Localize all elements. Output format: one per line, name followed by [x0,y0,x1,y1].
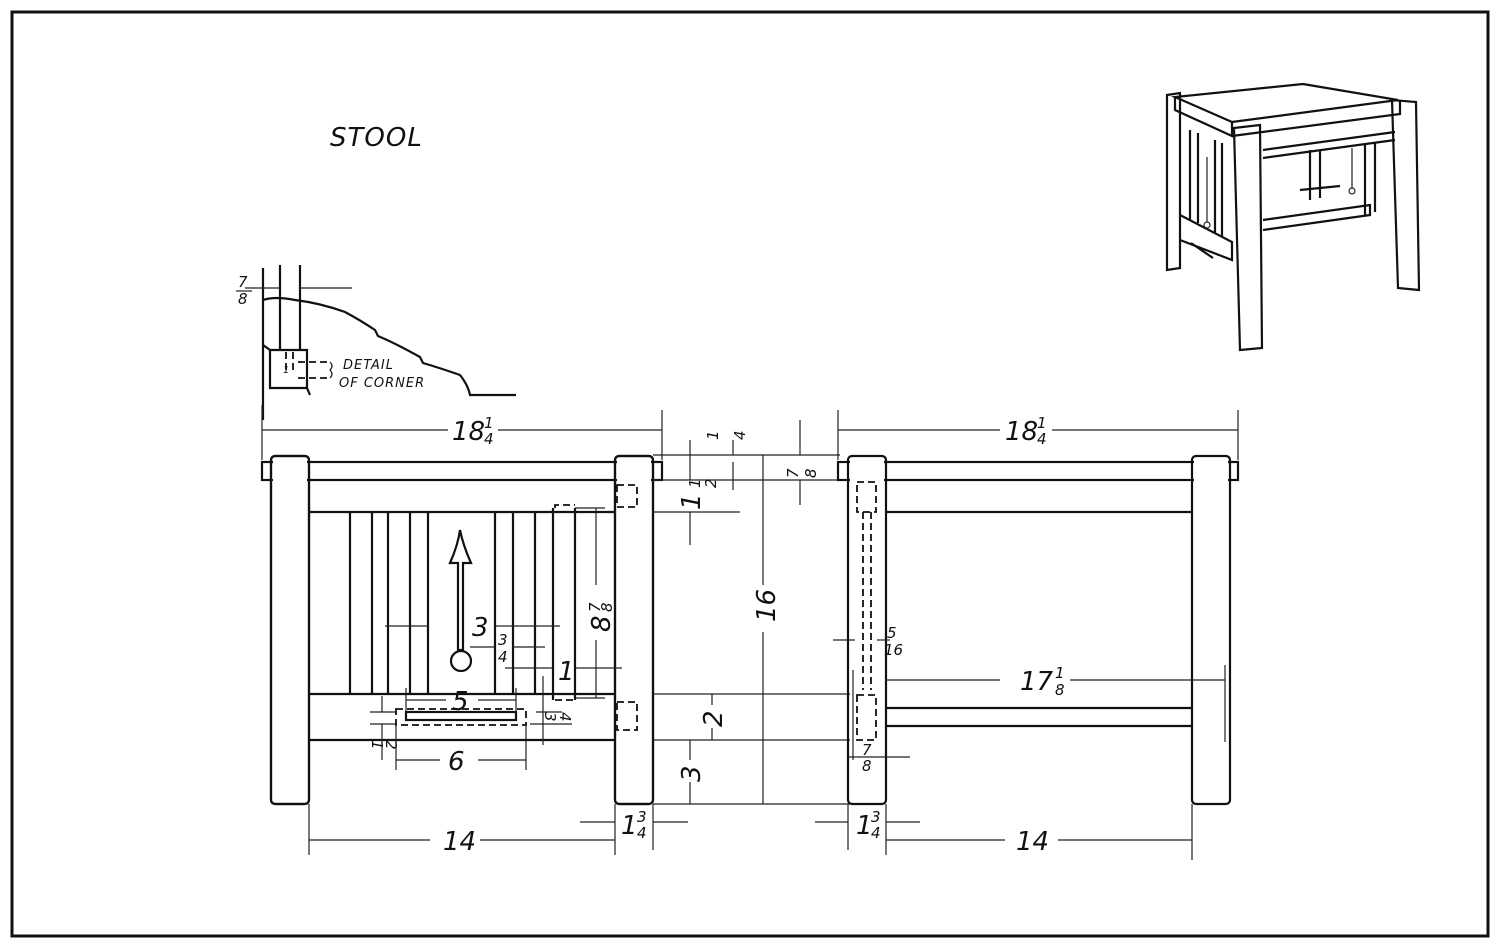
mortise-den: 16 [884,641,903,659]
lower-rail-dim: 2 [699,710,729,727]
front-between-legs: 14 [443,827,476,857]
slats [348,508,577,700]
front-leg-width-den: 4 [637,824,647,842]
side-leg-right [1190,454,1232,806]
rail-height-num: 1 [686,478,704,488]
handle-offset-den: 2 [382,740,400,750]
side-width-whole: 18 [1005,417,1038,447]
handle-inlay [404,710,518,722]
tenon-den: 8 [862,757,872,775]
side-leg-width-den: 4 [871,824,881,842]
detail-inner-dim: 1 [283,365,289,376]
total-height: 16 [752,589,782,622]
top-thickness-num: 7 [784,468,802,478]
slat-spacing: 3 [472,613,489,643]
handle-slot: 6 [448,747,465,777]
side-view: 18 1 4 5 16 17 1 8 7 8 1 3 [815,410,1240,860]
side-width-num: 1 [1037,414,1047,432]
side-leg-left [846,454,888,806]
perspective-sketch [1165,82,1421,352]
rail-height-whole: 1 [677,493,707,510]
front-leg-width-num: 3 [637,808,647,826]
front-view: 18 1 4 [260,405,688,857]
handle-offset-num: 1 [368,740,386,750]
front-width-whole: 18 [452,417,485,447]
front-width-den: 4 [484,430,494,448]
shelf-length-whole: 17 [1020,667,1054,697]
shelf-length-num: 1 [1055,664,1065,682]
slat-width-den: 4 [498,648,508,666]
center-dimensions: 1 4 7 8 1 1 2 16 2 3 [653,420,850,805]
top-overhang-num: 1 [704,430,722,440]
detail-width-den: 8 [238,290,248,308]
drawing-title: STOOL [330,123,423,153]
handle-length: 5 [452,687,469,717]
detail-width-num: 7 [238,273,248,291]
side-width-den: 4 [1037,430,1047,448]
drawing-border [10,10,1490,938]
corner-detail: 7 8 1 DETAIL OF CORNER [236,265,516,420]
inlay-arrow-icon [448,529,473,652]
rail-height-den: 2 [702,478,720,488]
top-thickness-den: 8 [802,468,820,478]
shelf-length-den: 8 [1055,681,1065,699]
tenon-num: 7 [862,741,872,759]
slat-height-den: 8 [598,602,616,612]
slat-gap: 1 [558,657,575,687]
front-width-num: 1 [484,414,494,432]
slat-width-num: 3 [498,631,508,649]
side-leg-width-whole: 1 [856,811,873,841]
detail-label-1: DETAIL [343,358,394,373]
side-between-legs: 14 [1016,827,1049,857]
foot-dim: 3 [677,765,707,782]
top-overhang-den: 4 [731,430,749,440]
handle-height-den: 4 [556,712,574,722]
front-leg-width-whole: 1 [621,811,638,841]
side-leg-width-num: 3 [871,808,881,826]
slat-height-whole: 8 [587,615,617,632]
mortise-num: 5 [887,624,897,642]
handle-height-num: 3 [541,712,559,722]
detail-label-2: OF CORNER [339,376,425,391]
slat-height-num: 7 [586,602,604,612]
